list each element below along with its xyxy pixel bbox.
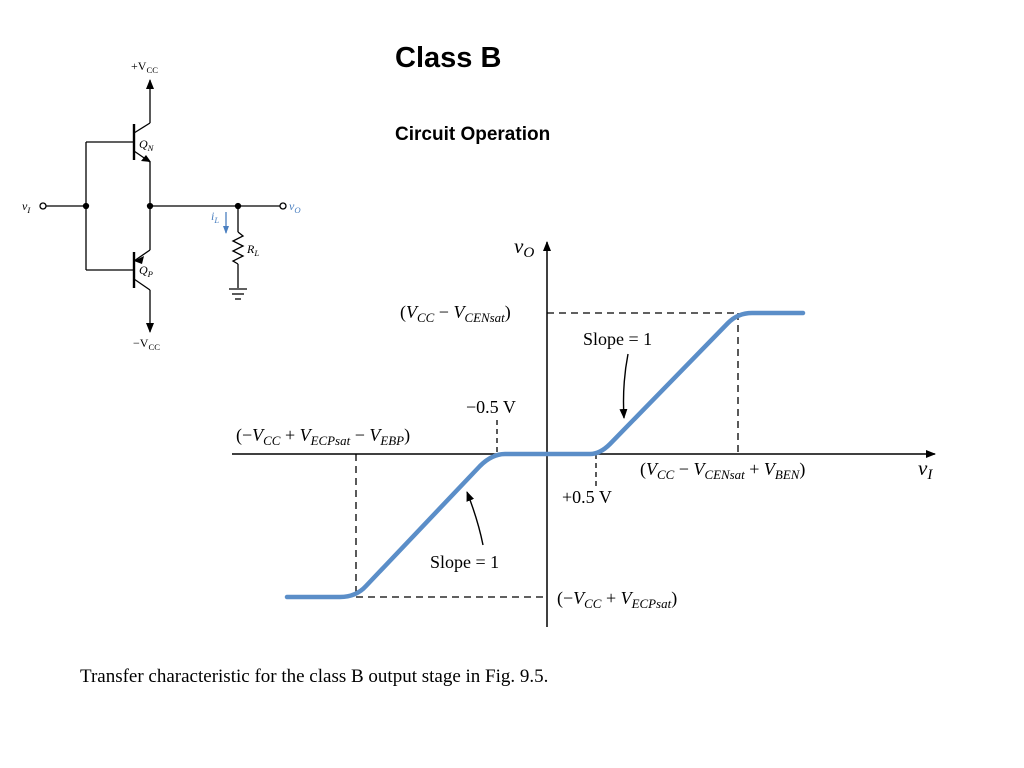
vi-label: vI	[22, 199, 31, 215]
neg-half-label: −0.5 V	[466, 397, 516, 417]
left-break-label: (−VCC + VECPsat − VEBP)	[236, 425, 410, 448]
class-b-circuit	[39, 79, 287, 333]
vo-terminal	[279, 202, 287, 210]
y-axis-label: vO	[514, 234, 534, 261]
rl-resistor	[231, 231, 245, 265]
qp-transistor	[132, 206, 151, 300]
slope-upper-label: Slope = 1	[583, 329, 652, 349]
slope-upper-arrow	[619, 353, 629, 419]
top-level-label: (VCC − VCENsat)	[400, 302, 511, 325]
x-axis-label: vI	[918, 456, 933, 483]
vi-terminal	[39, 202, 47, 210]
page-title: Class B	[395, 42, 502, 74]
qn-transistor	[132, 115, 151, 206]
vcc-neg-label: −VCC	[133, 336, 160, 352]
rl-label: RL	[246, 242, 259, 258]
page-subtitle: Circuit Operation	[395, 124, 551, 145]
vo-label: vO	[289, 199, 301, 215]
slope-lower-arrow	[466, 491, 484, 546]
pos-half-label: +0.5 V	[562, 487, 612, 507]
il-label: iL	[211, 209, 219, 225]
figure-caption: Transfer characteristic for the class B …	[80, 666, 549, 687]
vcc-pos-label: +VCC	[131, 59, 158, 75]
bottom-level-label: (−VCC + VECPsat)	[557, 588, 677, 611]
qn-label: QN	[139, 137, 155, 153]
right-break-label: (VCC − VCENsat + VBEN)	[640, 459, 805, 482]
transfer-curve	[284, 310, 806, 600]
transfer-characteristic	[232, 241, 936, 627]
slope-lower-label: Slope = 1	[430, 552, 499, 572]
qp-label: QP	[139, 263, 154, 279]
ground-icon	[229, 288, 247, 300]
